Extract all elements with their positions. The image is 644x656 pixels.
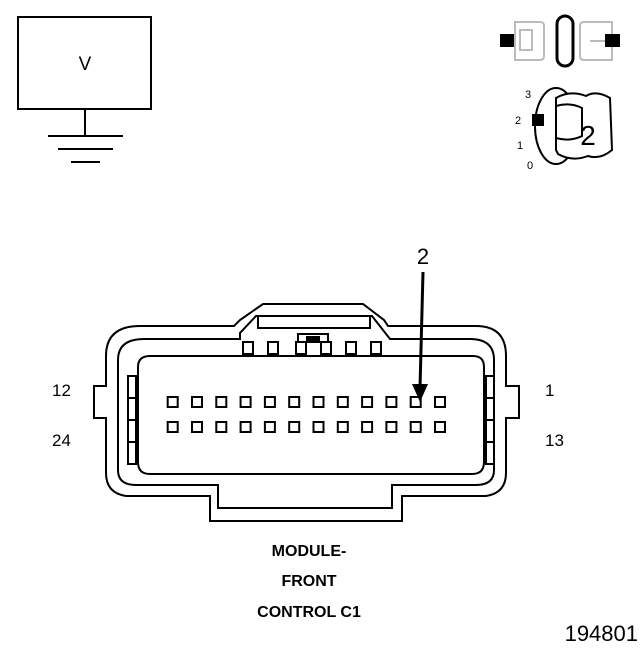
- pin-cavity-9: [239, 396, 252, 408]
- key-position-2: 2: [515, 115, 521, 127]
- left-rib: [127, 375, 137, 465]
- pin-cavity-18: [312, 421, 325, 433]
- label-pin-1: 1: [545, 381, 554, 400]
- pin-cavity-7: [288, 396, 301, 408]
- pin-cavity-8: [263, 396, 276, 408]
- pin-cavity-12: [166, 396, 179, 408]
- voltmeter-label: V: [79, 54, 92, 75]
- label-pin-24: 24: [52, 431, 71, 450]
- figure-number: 194801: [565, 621, 638, 646]
- pin-cavity-2: [409, 396, 422, 408]
- pin-cavity-1: [434, 396, 446, 408]
- voltmeter-symbol: V: [17, 16, 152, 163]
- pin-cavity-10: [215, 396, 228, 408]
- pin-cavity-5: [336, 396, 349, 408]
- label-pin-12: 12: [52, 381, 71, 400]
- connector-face: [93, 303, 520, 522]
- pin-cavity-16: [361, 421, 374, 433]
- key-selected-position: 2: [580, 120, 596, 151]
- key-position-1: 1: [517, 140, 523, 152]
- pin-cavity-3: [385, 396, 398, 408]
- pin-grid: [166, 396, 446, 433]
- pin-cavity-6: [312, 396, 325, 408]
- callout-pin-number: 2: [417, 244, 429, 269]
- key-position-3: 3: [525, 89, 531, 101]
- pin-cavity-15: [385, 421, 398, 433]
- pin-cavity-21: [239, 421, 252, 433]
- label-pin-13: 13: [545, 431, 564, 450]
- pin-callout: 2: [412, 244, 429, 402]
- pin-cavity-20: [263, 421, 276, 433]
- pin-cavity-19: [288, 421, 301, 433]
- pin-cavity-17: [336, 421, 349, 433]
- pin-cavity-24: [166, 421, 179, 433]
- right-rib: [485, 375, 495, 465]
- connector-latch: [242, 315, 382, 355]
- pin-cavity-14: [409, 421, 422, 433]
- key-position-0: 0: [527, 160, 533, 172]
- pin-cavity-22: [215, 421, 228, 433]
- ignition-key-icon: 3 2 1 0 2: [515, 87, 614, 172]
- caption-line-1: MODULE-: [272, 543, 347, 560]
- pin-cavity-4: [361, 396, 374, 408]
- caption-line-2: FRONT: [281, 573, 336, 590]
- pin-cavity-13: [434, 421, 446, 433]
- ground-icon: [48, 135, 123, 163]
- caption-line-3: CONTROL C1: [257, 604, 361, 621]
- disconnected-connector-icon: [500, 14, 620, 68]
- pin-cavity-11: [191, 396, 203, 408]
- pin-cavity-23: [191, 421, 203, 433]
